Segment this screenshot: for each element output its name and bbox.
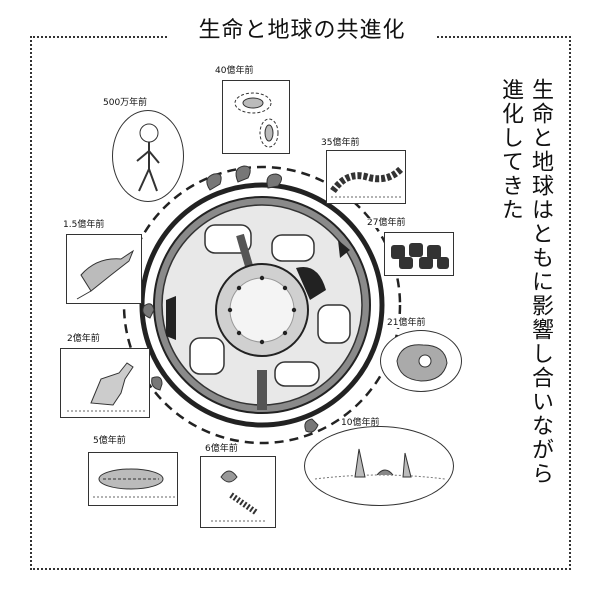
cyanobacteria-mats-illustration <box>391 243 449 269</box>
era-label-1-5: 1.5億年前 <box>62 220 106 230</box>
era-label-40: 40億年前 <box>214 66 255 76</box>
dinosaur-illustration <box>67 362 145 412</box>
era-label-10: 10億年前 <box>340 418 381 428</box>
protocell-illustration <box>234 92 279 148</box>
era-label-2: 2億年前 <box>66 334 101 344</box>
side-text-col2: 進化してきた <box>498 78 523 222</box>
multicellular-seabed-illustration <box>314 448 446 480</box>
diagram-title: 生命と地球の共進化 <box>168 14 436 48</box>
era-panel-1-5 <box>66 234 142 304</box>
era-panel-6 <box>200 456 276 528</box>
era-panel-10 <box>304 426 454 506</box>
era-panel-35 <box>326 150 406 204</box>
ediacaran-fauna-illustration <box>211 470 267 522</box>
era-label-35: 35億年前 <box>320 138 361 148</box>
era-panel-2 <box>60 348 150 418</box>
stromatolite-illustration <box>330 166 404 198</box>
human-illustration <box>136 123 160 192</box>
era-panel-500man <box>112 110 184 202</box>
era-panel-5 <box>88 452 178 506</box>
side-text-col1: 生命と地球はともに影響し合いながら <box>528 78 553 486</box>
era-label-5: 5億年前 <box>92 436 127 446</box>
era-label-21: 21億年前 <box>386 318 427 328</box>
era-label-500man: 500万年前 <box>102 98 149 108</box>
eukaryote-cell-illustration <box>396 344 448 382</box>
era-panel-21 <box>380 330 462 392</box>
era-panel-27 <box>384 232 454 276</box>
trilobite-illustration <box>93 468 175 498</box>
era-panel-40 <box>222 80 290 154</box>
era-label-6: 6億年前 <box>204 444 239 454</box>
era-label-27: 27億年前 <box>366 218 407 228</box>
archaeopteryx-illustration <box>76 249 135 300</box>
